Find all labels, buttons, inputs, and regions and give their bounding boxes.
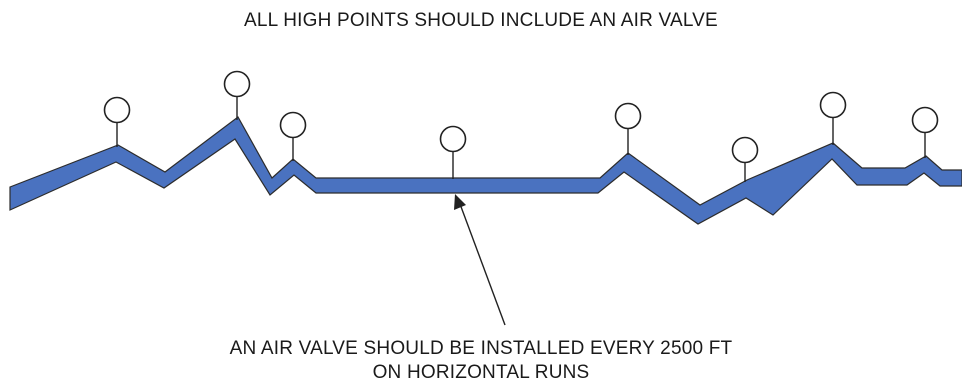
- air-valve-1: [103, 96, 131, 147]
- air-valve-circle: [439, 125, 467, 153]
- bottom-caption-line-1: AN AIR VALVE SHOULD BE INSTALLED EVERY 2…: [229, 338, 733, 359]
- bottom-caption-line-2: ON HORIZONTAL RUNS: [372, 362, 590, 383]
- pipeline-profile: [9, 116, 962, 225]
- pointer-arrow-shaft: [459, 203, 506, 326]
- pointer-arrow: [454, 194, 506, 326]
- air-valve-5: [614, 102, 642, 155]
- air-valve-circle: [223, 70, 251, 98]
- air-valve-circle: [103, 96, 131, 124]
- air-valve-8: [911, 106, 939, 158]
- air-valve-circle: [911, 106, 939, 134]
- air-valve-circle: [279, 111, 307, 139]
- air-valve-2: [223, 70, 251, 120]
- air-valve-4: [439, 125, 467, 179]
- air-valve-circle: [819, 91, 847, 119]
- air-valve-7: [819, 91, 847, 145]
- air-valve-3: [279, 111, 307, 161]
- top-caption: ALL HIGH POINTS SHOULD INCLUDE AN AIR VA…: [244, 10, 718, 31]
- air-valve-6: [731, 136, 759, 182]
- air-valve-circle: [731, 136, 759, 164]
- air-valve-circle: [614, 102, 642, 130]
- pointer-arrow-head: [454, 194, 466, 210]
